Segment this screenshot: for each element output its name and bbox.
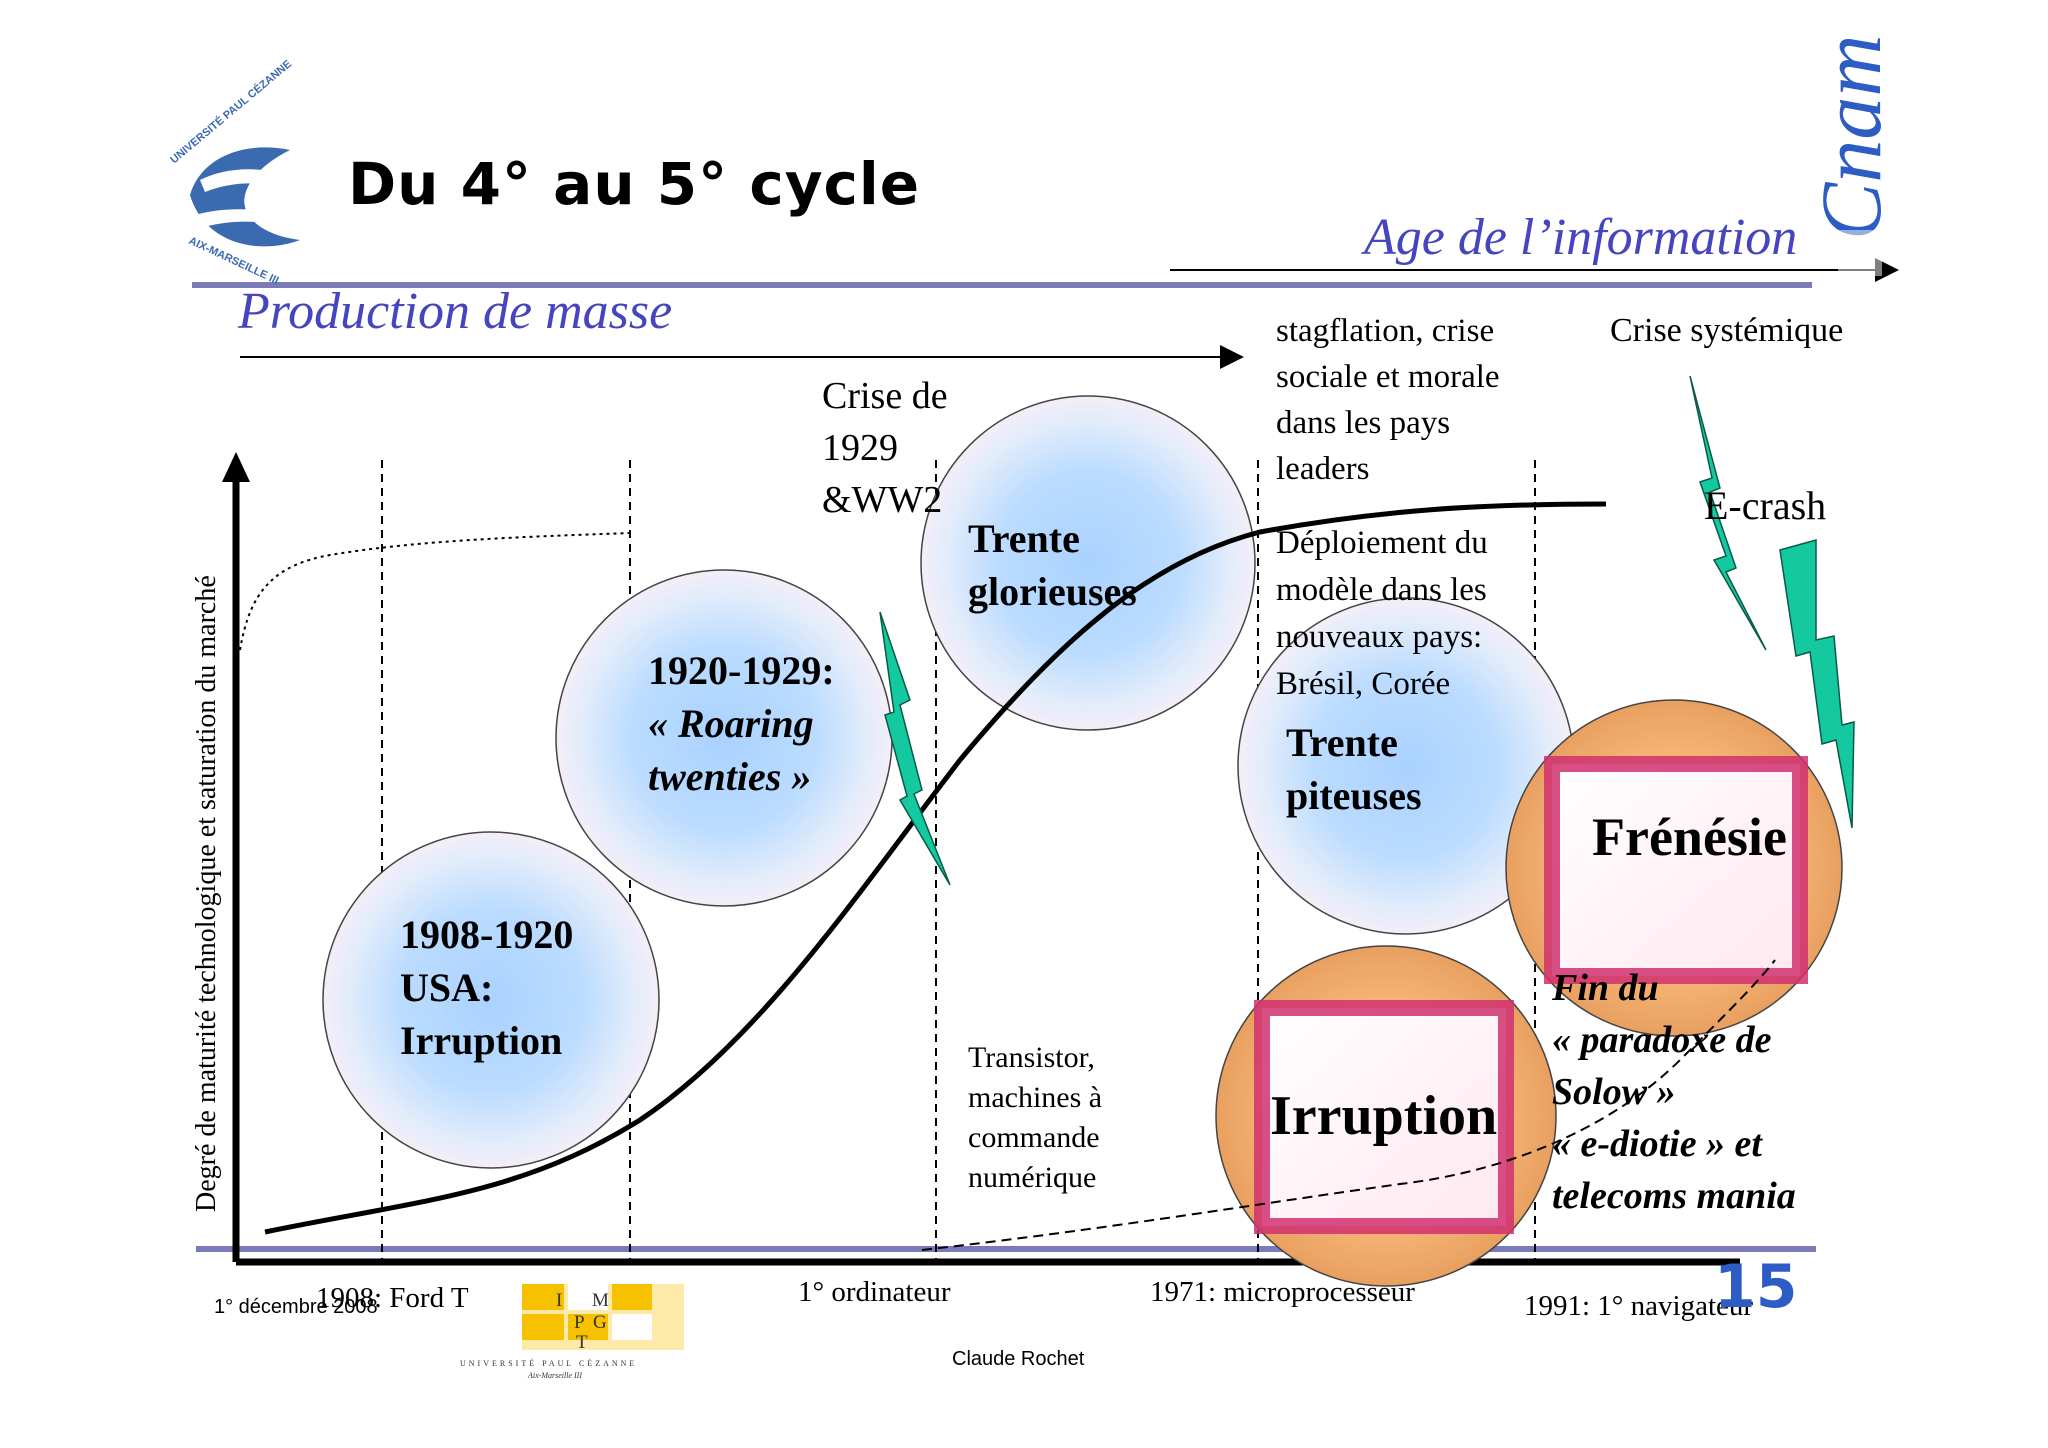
annotation-stagflation: stagflation, crise sociale et morale dan… xyxy=(1276,313,1500,487)
bubble-1920-line1: 1920-1929: xyxy=(648,648,835,693)
maturity-s-curve xyxy=(264,501,1607,1235)
bubble-label-irruption: Irruption xyxy=(1270,1085,1498,1147)
lightning-ecrash-icon xyxy=(1689,375,1767,651)
y-axis-label: Degré de maturité technologique et satur… xyxy=(191,575,222,1212)
bubble-1908-line3: Irruption xyxy=(400,1018,563,1063)
impgt-line1: UNIVERSITÉ PAUL CÉZANNE xyxy=(460,1358,637,1368)
cnam-logo-text: Cnam xyxy=(1803,35,1899,240)
footer-date: 1° décembre 2008 xyxy=(214,1296,378,1318)
header-rule xyxy=(192,282,1812,288)
impgt-letter-t: T xyxy=(576,1332,588,1353)
impgt-letter-m: M xyxy=(592,1290,609,1311)
impgt-letter-g: G xyxy=(593,1312,607,1333)
bubble-1908-1920 xyxy=(322,831,660,1169)
bubble-trente-glorieuses xyxy=(920,395,1256,731)
impgt-letter-p: P xyxy=(574,1312,585,1333)
phase-label-production-masse: Production de masse xyxy=(238,283,673,340)
bubble-1908-line2: USA: xyxy=(400,965,494,1010)
irruption-square xyxy=(1254,1000,1514,1234)
lightning-1929-icon xyxy=(879,611,951,886)
page-number: 15 xyxy=(1714,1252,1798,1322)
annotation-e-crash: E-crash xyxy=(1704,483,1827,528)
saturation-curve-dotted xyxy=(239,532,631,651)
annotation-transistor: Transistor, machines à commande numériqu… xyxy=(968,1041,1103,1194)
bubble-label-trente-piteuses: Trente piteuses xyxy=(1286,720,1422,818)
impgt-line2: Aix-Marseille III xyxy=(527,1371,582,1380)
annotation-crise-systemique: Crise systémique xyxy=(1610,312,1844,349)
x-label-ford-t: 1908: Ford T xyxy=(316,1282,469,1314)
frenesie-square xyxy=(1544,756,1808,984)
impgt-logo: I M P G T UNIVERSITÉ PAUL CÉZANNE Aix-Ma… xyxy=(460,1284,684,1380)
annotation-deploiement: Déploiement du modèle dans les nouveaux … xyxy=(1276,525,1488,702)
annotation-fin-du-paradoxe: Fin du « paradoxe de Solow » « e-diotie … xyxy=(1552,967,1796,1217)
bubble-label-frenesie: Frénésie xyxy=(1592,807,1787,867)
bubble-label-1908-1920: 1908-1920 USA: Irruption xyxy=(400,908,573,1067)
x-label-ordinateur: 1° ordinateur xyxy=(798,1276,951,1308)
lightning-systemique-icon xyxy=(1779,539,1855,829)
new-cycle-curve xyxy=(921,959,1776,1251)
bubble-1908-line1: 1908-1920 xyxy=(400,912,574,957)
slide-title: Du 4° au 5° cycle xyxy=(348,150,921,218)
bubble-label-trente-glorieuses: Trente glorieuses xyxy=(968,516,1137,614)
cnam-logo: Cnam xyxy=(1803,35,1899,276)
bubble-label-1920-1929: 1920-1929: « Roaring twenties » xyxy=(648,644,835,803)
university-logo: UNIVERSITÉ PAUL CÉZANNE AIX-MARSEILLE II… xyxy=(168,57,317,287)
bubble-1920-line2: « Roaring xyxy=(648,701,814,746)
x-label-microprocesseur: 1971: microprocesseur xyxy=(1150,1276,1415,1308)
x-label-navigateur: 1991: 1° navigateur xyxy=(1524,1290,1754,1322)
annotation-crise-1929: Crise de 1929 &WW2 xyxy=(822,375,948,521)
y-axis-arrowhead xyxy=(222,452,250,482)
footer-rule xyxy=(196,1246,1816,1252)
phase-label-age-information: Age de l’information xyxy=(1364,209,1798,266)
footer-author: Claude Rochet xyxy=(952,1348,1085,1370)
impgt-letter-i: I xyxy=(556,1290,562,1311)
bubble-1920-line3: twenties » xyxy=(648,754,812,799)
